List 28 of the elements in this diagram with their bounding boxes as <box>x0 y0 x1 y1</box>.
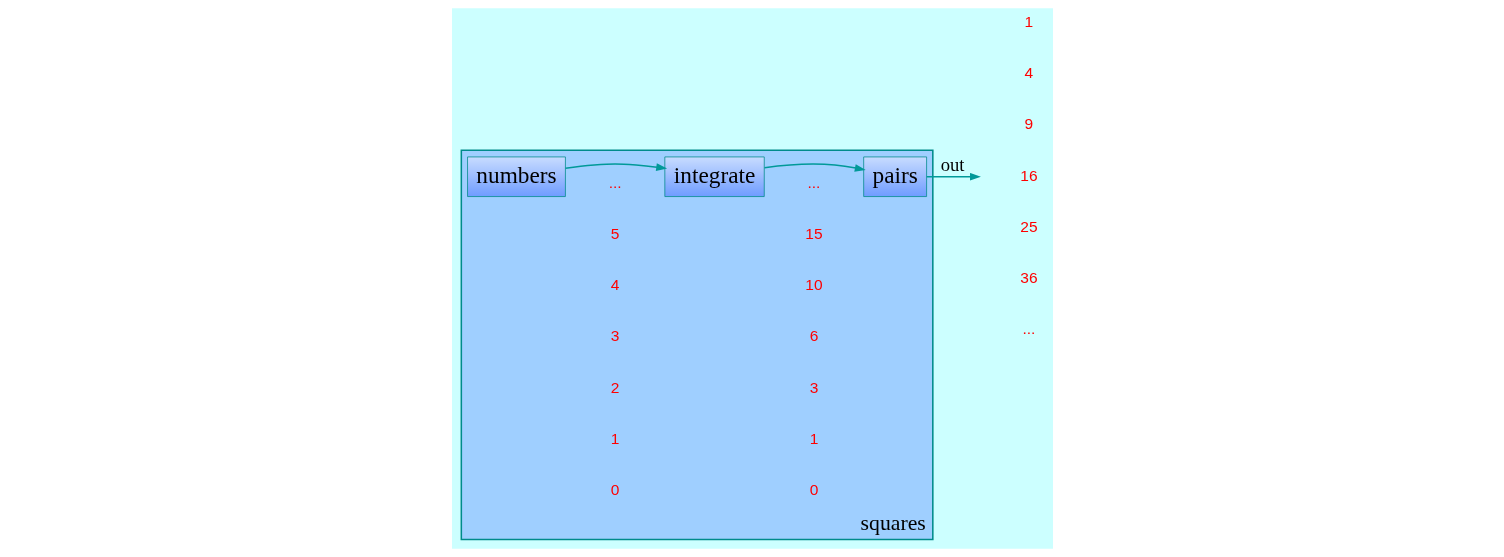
label: 4 <box>610 276 619 294</box>
label: 16 <box>1019 166 1038 184</box>
label: 3 <box>809 378 818 396</box>
label: 10 <box>804 276 823 294</box>
label: 3 <box>610 327 619 345</box>
label: ... <box>807 173 820 191</box>
label: ... <box>608 173 622 191</box>
label: 6 <box>809 327 818 345</box>
edge-label: out <box>940 154 965 176</box>
label: 25 <box>1019 217 1038 235</box>
label: 15 <box>804 224 823 242</box>
label: 5 <box>610 224 619 242</box>
node-box: integrate <box>663 156 765 197</box>
label: 2 <box>610 378 619 396</box>
label: 1 <box>1024 12 1033 30</box>
label: 4 <box>1024 64 1033 82</box>
label: 9 <box>1024 115 1033 133</box>
arrow <box>564 163 667 171</box>
label: 1 <box>809 429 818 447</box>
label: 1 <box>610 429 619 447</box>
node-box: pairs <box>862 156 927 197</box>
label: 0 <box>610 481 619 499</box>
label: ... <box>1021 320 1035 338</box>
node-box: numbers <box>466 156 566 197</box>
label: 36 <box>1019 269 1038 287</box>
arrow <box>763 163 866 172</box>
arrow <box>925 172 981 181</box>
label: 0 <box>809 481 818 499</box>
